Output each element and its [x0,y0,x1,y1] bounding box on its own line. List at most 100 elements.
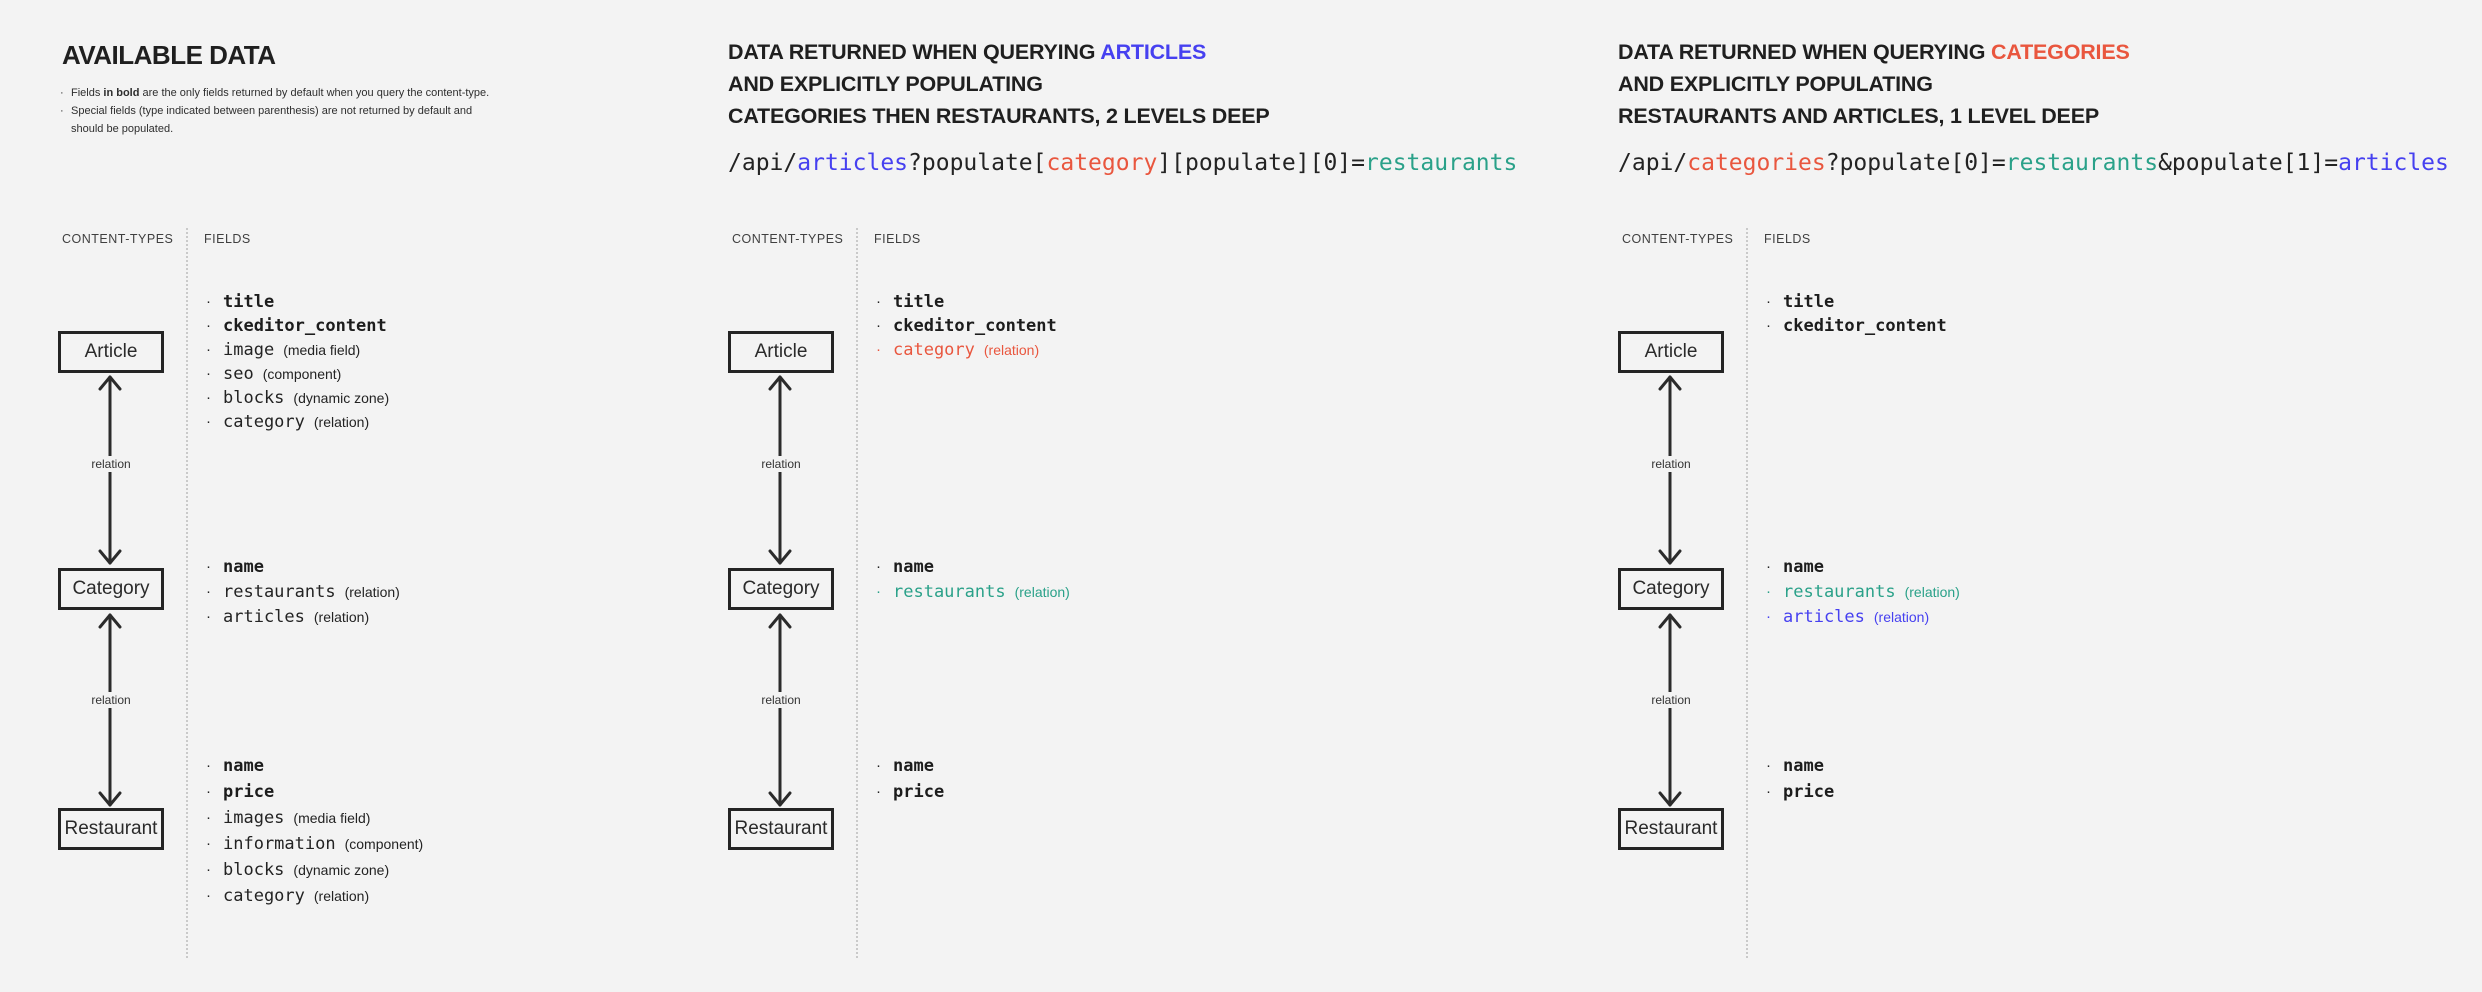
bullet-icon: · [206,835,211,852]
api-url: /api/articles?populate[category][populat… [728,150,1518,176]
bullet-icon: · [60,87,64,99]
dotted-divider [856,228,858,958]
node-article: Article [58,331,164,373]
restaurant-fields-list: ·name ·price [1764,753,1834,805]
bullet-icon: · [206,861,211,878]
field-item: ·name [876,557,934,577]
node-restaurant: Restaurant [58,808,164,850]
title-line-3: RESTAURANTS AND ARTICLES, 1 LEVEL DEEP [1618,104,2099,128]
content-types-header: CONTENT-TYPES [62,232,174,246]
bullet-icon: · [876,558,881,575]
relation-label: relation [754,692,808,708]
node-restaurant: Restaurant [728,808,834,850]
panel-title: DATA RETURNED WHEN QUERYING ARTICLES AND… [728,36,1270,132]
dotted-divider [186,228,188,958]
bullet-icon: · [876,757,881,774]
api-url: /api/categories?populate[0]=restaurants&… [1618,150,2449,176]
title-accent: CATEGORIES [1991,40,2130,64]
field-item: ·name [204,753,423,779]
bullet-icon: · [206,887,211,904]
node-category: Category [728,568,834,610]
field-item: ·articles(relation) [1766,607,1930,627]
field-item: ·price [204,779,423,805]
title-line-3: CATEGORIES THEN RESTAURANTS, 2 LEVELS DE… [728,104,1270,128]
field-item: ·category(relation) [876,340,1040,360]
node-article: Article [1618,331,1724,373]
relation-arrow-icon [768,613,792,807]
bullet-icon: · [876,783,881,800]
category-fields-list: ·name ·restaurants(relation) ·articles(r… [1764,555,1960,630]
fields-header: FIELDS [204,232,251,246]
field-item: ·blocks(dynamic zone) [206,388,390,408]
bullet-icon: · [206,365,211,382]
title-line-1: DATA RETURNED WHEN QUERYING ARTICLES [728,40,1207,64]
title-line-2: AND EXPLICITLY POPULATING [728,72,1043,96]
bullet-icon: · [1766,317,1771,334]
node-restaurant: Restaurant [1618,808,1724,850]
panel-available-data: AVAILABLE DATA ·Fields in bold are the o… [58,0,698,992]
field-item: ·title [206,292,275,312]
title-line-2: AND EXPLICITLY POPULATING [1618,72,1933,96]
field-item: ·ckeditor_content [876,316,1057,336]
content-types-header: CONTENT-TYPES [732,232,844,246]
field-item: ·seo(component) [206,364,342,384]
page-title: AVAILABLE DATA [62,40,276,70]
bullet-icon: · [1766,558,1771,575]
title-line-1: DATA RETURNED WHEN QUERYING CATEGORIES [1618,40,2130,64]
field-item: ·price [874,779,944,805]
field-item: ·title [1766,292,1835,312]
bullet-icon: · [206,757,211,774]
bullet-icon: · [1766,293,1771,310]
field-item: ·articles(relation) [206,607,370,627]
field-item: ·name [1766,557,1824,577]
legend-note-bold-fields: ·Fields in bold are the only fields retu… [60,84,500,102]
panel-query-categories: DATA RETURNED WHEN QUERYING CATEGORIES A… [1618,0,2449,992]
field-item: ·name [1764,753,1834,779]
legend-note-special-fields: ·Special fields (type indicated between … [60,102,500,138]
bullet-icon: · [1766,757,1771,774]
relation-label: relation [1644,692,1698,708]
relation-arrow-icon [1658,613,1682,807]
bullet-icon: · [206,809,211,826]
bullet-icon: · [60,105,64,117]
restaurant-fields-list: ·name ·price [874,753,944,805]
category-fields-list: ·name ·restaurants(relation) ·articles(r… [204,555,400,630]
bullet-icon: · [876,583,881,600]
field-item: ·category(relation) [204,883,423,909]
node-category: Category [1618,568,1724,610]
relation-label: relation [754,456,808,472]
category-fields-list: ·name ·restaurants(relation) [874,555,1070,605]
bullet-icon: · [206,608,211,625]
field-item: ·image(media field) [206,340,361,360]
field-item: ·images(media field) [204,805,423,831]
field-item: ·information(component) [204,831,423,857]
bullet-icon: · [206,389,211,406]
bullet-icon: · [1766,583,1771,600]
bullet-icon: · [206,317,211,334]
legend-notes: ·Fields in bold are the only fields retu… [60,84,500,138]
bullet-icon: · [876,341,881,358]
title-accent: ARTICLES [1100,40,1207,64]
relation-label: relation [1644,456,1698,472]
fields-header: FIELDS [1764,232,1811,246]
bullet-icon: · [876,293,881,310]
field-item: ·title [876,292,945,312]
content-types-header: CONTENT-TYPES [1622,232,1734,246]
bullet-icon: · [206,558,211,575]
fields-header: FIELDS [874,232,921,246]
bullet-icon: · [1766,783,1771,800]
field-item: ·price [1764,779,1834,805]
field-item: ·restaurants(relation) [1766,582,1960,602]
field-item: ·name [206,557,264,577]
field-item: ·ckeditor_content [206,316,387,336]
field-item: ·restaurants(relation) [876,582,1070,602]
bullet-icon: · [1766,608,1771,625]
panel-title: DATA RETURNED WHEN QUERYING CATEGORIES A… [1618,36,2130,132]
node-category: Category [58,568,164,610]
panel-query-articles: DATA RETURNED WHEN QUERYING ARTICLES AND… [728,0,1517,992]
bullet-icon: · [206,783,211,800]
restaurant-fields-list: ·name ·price ·images(media field) ·infor… [204,753,423,909]
field-item: ·restaurants(relation) [206,582,400,602]
dotted-divider [1746,228,1748,958]
bullet-icon: · [206,583,211,600]
